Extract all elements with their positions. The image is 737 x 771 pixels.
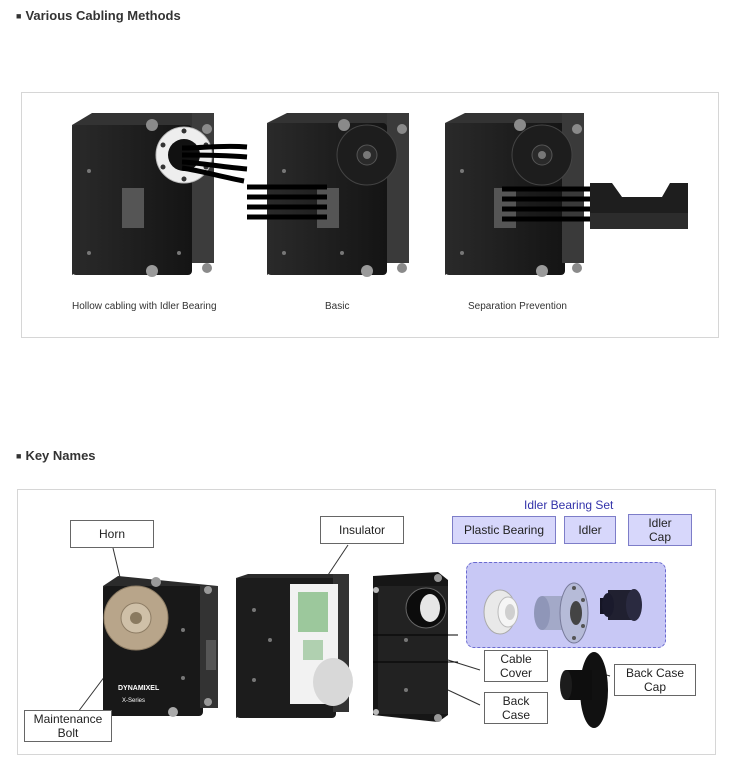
back-case-cap-part — [560, 652, 608, 728]
section-heading-key-names: ■Key Names — [16, 448, 96, 463]
servo-separation-prevention — [445, 113, 688, 277]
caption-basic: Basic — [325, 301, 350, 312]
label-back-case-line1: Back — [502, 694, 530, 708]
servo-with-horn: DYNAMIXEL X-Series — [103, 576, 218, 717]
label-back-case-cap-line2: Cap — [643, 680, 666, 694]
label-back-case-cap: Back Case Cap — [614, 664, 696, 696]
servo-inner-view — [236, 574, 353, 718]
bullet-square: ■ — [16, 451, 22, 461]
label-insulator: Insulator — [320, 516, 404, 544]
bullet-square: ■ — [16, 11, 22, 21]
parts-illustration: DYNAMIXEL X-Series — [77, 544, 642, 728]
section-title: Various Cabling Methods — [25, 8, 181, 23]
label-maintenance-bolt-line2: Bolt — [57, 726, 79, 740]
label-cable-cover-line1: Cable — [500, 652, 532, 666]
label-cable-cover: Cable Cover — [484, 650, 548, 682]
idler-part — [534, 582, 589, 644]
back-case-part — [373, 572, 458, 722]
label-back-case-line2: Case — [501, 708, 530, 722]
idler-cap-part — [600, 589, 642, 621]
caption-separation-prevention: Separation Prevention — [468, 301, 567, 312]
label-plastic-bearing: Plastic Bearing — [452, 516, 556, 544]
label-idler: Idler — [564, 516, 616, 544]
cabling-illustration — [72, 113, 688, 277]
label-back-case: Back Case — [484, 692, 548, 724]
label-idler-cap: Idler Cap — [628, 514, 692, 546]
section-title: Key Names — [25, 448, 96, 463]
caption-hollow-cabling: Hollow cabling with Idler Bearing — [72, 301, 217, 312]
label-cable-cover-line2: Cover — [499, 666, 532, 680]
servo-hollow-cabling — [72, 113, 248, 277]
plastic-bearing-part — [483, 589, 519, 635]
series-text: X-Series — [122, 698, 145, 704]
idler-bearing-set-title: Idler Bearing Set — [524, 498, 614, 512]
brand-text: DYNAMIXEL — [118, 685, 160, 692]
label-idler-cap-line2: Cap — [648, 530, 671, 544]
label-back-case-cap-line1: Back Case — [625, 666, 685, 680]
servo-basic — [247, 113, 409, 277]
label-maintenance-bolt-line1: Maintenance — [33, 712, 103, 726]
key-names-panel: DYNAMIXEL X-Series — [17, 489, 716, 755]
cabling-methods-panel: Hollow cabling with Idler Bearing Basic … — [21, 92, 719, 338]
section-heading-cabling: ■Various Cabling Methods — [16, 8, 181, 23]
label-maintenance-bolt: Maintenance Bolt — [24, 710, 112, 742]
label-horn: Horn — [70, 520, 154, 548]
label-idler-cap-line1: Idler — [648, 516, 672, 530]
